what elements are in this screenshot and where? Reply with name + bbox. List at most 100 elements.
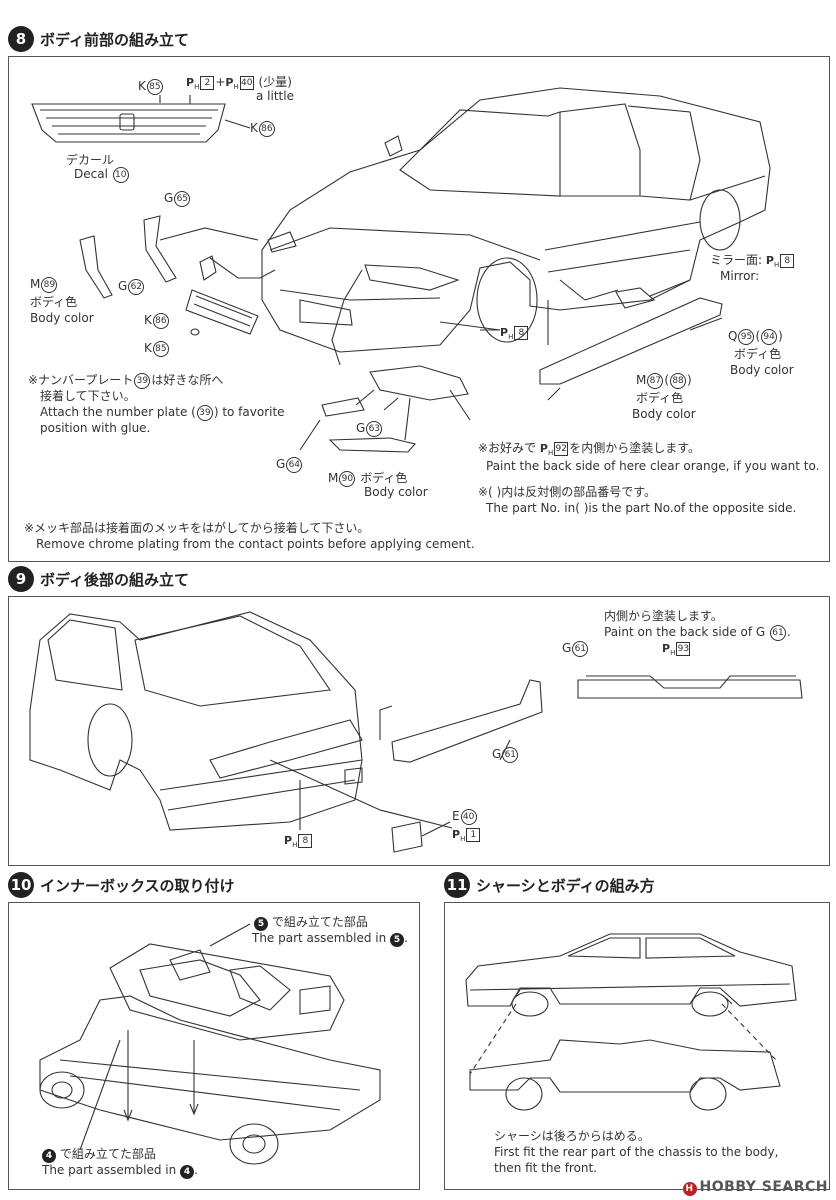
paint-code: P: [539, 442, 548, 455]
paint-icon: PH: [225, 76, 239, 92]
section-9-title: ボディ後部の組み立て: [40, 570, 189, 589]
orange-jp-a: ※お好みで: [478, 441, 537, 455]
step-ref-5: 5: [390, 933, 405, 947]
part-number: 85: [146, 78, 163, 95]
part-number: 62: [128, 278, 145, 295]
plate-number: 39: [196, 404, 213, 421]
orange-jp-b: を内側から塗装します。: [569, 441, 701, 455]
little-en: a little: [256, 89, 294, 103]
step-8-badge: 8: [8, 26, 34, 52]
part-letter: M: [30, 277, 41, 291]
section-11-panel: [444, 902, 830, 1190]
part-letter: M: [328, 471, 339, 485]
label-decal-en: Decal 10: [74, 166, 130, 183]
paint-number: 2: [200, 75, 215, 90]
decal-en: Decal: [74, 167, 108, 181]
label-decal: デカール: [66, 152, 114, 168]
assembled4-jp: 4 で組み立てた部品: [42, 1146, 156, 1163]
plate-number: 39: [134, 372, 151, 389]
assembled4-en-a: The part assembled in: [42, 1163, 177, 1177]
orange-note-en: Paint the back side of here clear orange…: [486, 459, 820, 473]
section-10-title: インナーボックスの取り付け: [40, 876, 235, 895]
step-ref-4: 4: [42, 1149, 56, 1163]
assembled5-en-a: The part assembled in: [252, 931, 387, 945]
section-9-header: 9 ボディ後部の組み立て: [8, 566, 189, 592]
plate-jp1-b: は好きな所へ: [151, 373, 224, 387]
inside-en-b: .: [787, 625, 791, 639]
assembled5-jp-text: で組み立てた部品: [271, 915, 368, 929]
m90-body-color-en: Body color: [364, 485, 428, 499]
part-number: 95: [738, 328, 755, 345]
part-number: 61: [502, 746, 519, 763]
paint-code: P: [284, 834, 293, 847]
part-letter: G: [356, 421, 366, 435]
decal-number: 10: [112, 166, 129, 183]
part-number-opposite: 94: [761, 328, 778, 345]
plate-note-en2: position with glue.: [40, 421, 151, 435]
inside-note-jp: 内側から塗装します。: [604, 609, 723, 623]
part-letter: G: [492, 747, 502, 761]
part-number: 61: [572, 640, 589, 657]
section-8-panel: [8, 56, 830, 562]
section-10-header: 10 インナーボックスの取り付け: [8, 872, 235, 898]
paint-code: P: [452, 828, 461, 841]
paint-number: 8: [514, 325, 529, 340]
plate-note-jp2: 接着して下さい。: [40, 389, 136, 403]
part-number: 40: [460, 808, 477, 825]
section-8-header: 8 ボディ前部の組み立て: [8, 26, 189, 52]
part-letter: M: [636, 373, 647, 387]
q95-body-color-en: Body color: [730, 363, 794, 377]
part-letter: G: [562, 641, 572, 655]
opposite-note-en: The part No. in( )is the part No.of the …: [486, 501, 797, 515]
step-10-badge: 10: [8, 872, 34, 898]
paint-number: 92: [554, 441, 569, 456]
assembled4-en: The part assembled in 4.: [42, 1162, 198, 1179]
step-9-badge: 9: [8, 566, 34, 592]
paint-icon: PH: [186, 76, 200, 92]
paint-code: P: [186, 76, 195, 89]
m87-body-color-jp: ボディ色: [636, 391, 684, 405]
part-number-opposite: 88: [670, 372, 687, 389]
part-letter: E: [452, 809, 460, 823]
part-letter: K: [144, 313, 152, 327]
paint-code: P: [765, 254, 774, 267]
paint-code: P: [225, 76, 234, 89]
step-11-badge: 11: [444, 872, 470, 898]
paint-icon: PH: [500, 326, 514, 342]
logo-icon: H: [682, 1182, 697, 1196]
part-number: 86: [152, 312, 169, 329]
assembled4-en-b: .: [194, 1163, 198, 1177]
paint-code: P: [662, 642, 671, 655]
chassis-note-en2: then fit the front.: [494, 1161, 598, 1175]
step-ref-5: 5: [254, 917, 268, 931]
chrome-note-jp: ※メッキ部品は接着面のメッキをはがしてから接着して下さい。: [24, 521, 370, 535]
assembled5-en-b: .: [404, 931, 408, 945]
paint-icon: PH: [452, 828, 466, 844]
part-number: 85: [152, 340, 169, 357]
q95-body-color-jp: ボディ色: [734, 347, 782, 361]
part-letter: K: [138, 79, 146, 93]
paint-icon: PH: [662, 642, 676, 658]
section-10-panel: [8, 902, 420, 1190]
little-jp: (少量): [258, 75, 292, 89]
assembled5-en: The part assembled in 5.: [252, 930, 408, 947]
part-number: 86: [258, 120, 275, 137]
